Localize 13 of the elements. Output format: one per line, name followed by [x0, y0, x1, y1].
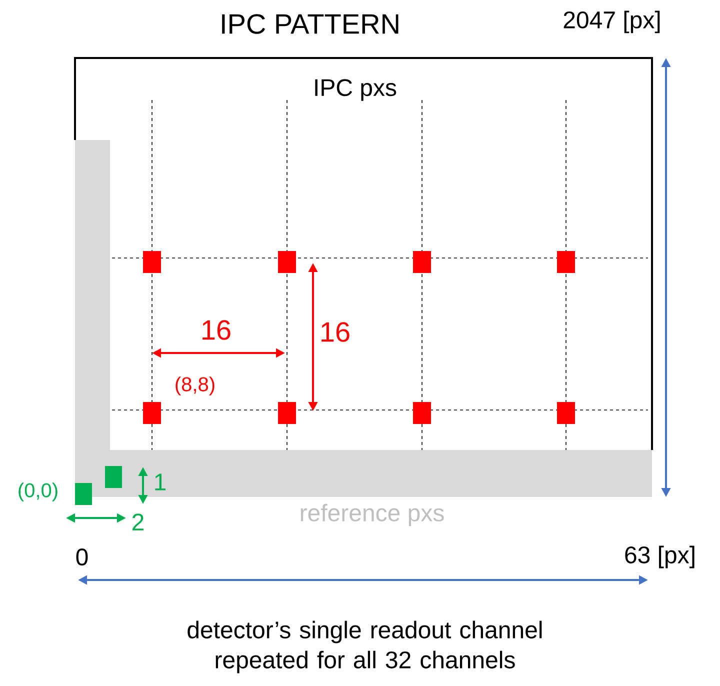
dimension-label: 16: [322, 322, 350, 342]
title: IPC PATTERN: [222, 14, 398, 34]
region-label: IPC pxs: [315, 79, 396, 101]
coordinate-label: (8,8): [176, 376, 214, 396]
axis-label: 0: [76, 548, 88, 566]
region-label: reference pxs: [300, 504, 444, 526]
dimension-label: 1: [155, 474, 166, 490]
dimension-label: 16: [202, 320, 230, 340]
axis-label: 2047 [px]: [564, 10, 660, 34]
coordinate-label: (0,0): [18, 482, 58, 502]
caption: detector’s single readout channel repeated for all 32 channels: [188, 620, 542, 674]
dimension-label: 2: [132, 514, 144, 530]
axis-label: 63 [px]: [625, 546, 694, 568]
